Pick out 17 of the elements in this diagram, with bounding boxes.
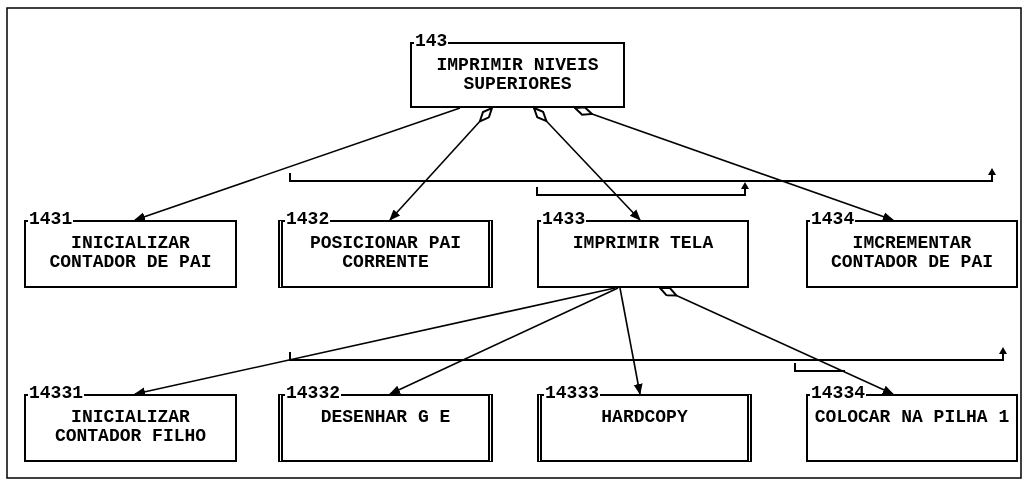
module-label: IMPRIMIR TELA — [571, 234, 715, 253]
connector-arrow — [533, 107, 641, 221]
connector-arrow — [389, 287, 619, 395]
module-label: DESENHAR G E — [319, 408, 452, 427]
module-label: IMCREMENTAR CONTADOR DE PAI — [830, 234, 994, 272]
module-label: POSICIONAR PAI CORRENTE — [308, 234, 463, 272]
connector-arrow — [659, 287, 894, 395]
module-label: HARDCOPY — [600, 408, 689, 427]
connector-arrow — [133, 107, 461, 221]
module-label: INICIALIZAR CONTADOR FILHO — [53, 408, 208, 446]
module-label: COLOCAR NA PILHA 1 — [813, 408, 1011, 427]
connector-arrow — [574, 106, 895, 221]
module-label: INICIALIZAR CONTADOR DE PAI — [48, 234, 213, 272]
connector-arrow — [389, 107, 493, 221]
module-label: IMPRIMIR NIVEIS SUPERIORES — [435, 56, 600, 94]
connector-arrow — [619, 287, 643, 396]
connector-arrow — [133, 287, 616, 397]
